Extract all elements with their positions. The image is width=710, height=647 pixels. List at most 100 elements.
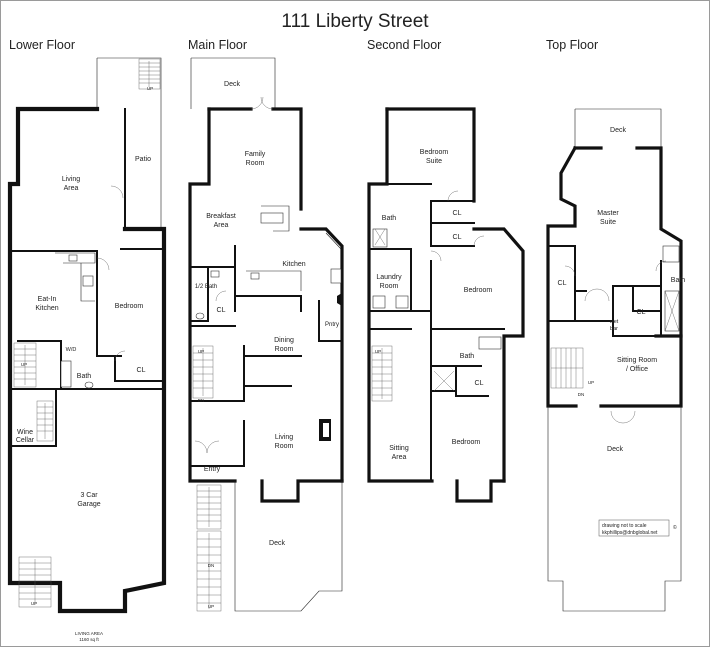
main-kitchen-counters — [246, 205, 342, 291]
suite-closet-door — [447, 190, 459, 202]
second-closet-label-1: CL — [453, 210, 462, 217]
half-bath-sink — [210, 270, 220, 278]
garage-label-2: Garage — [77, 501, 100, 508]
top-stair-dn-label: DN — [578, 392, 585, 397]
main-front-stairs — [196, 484, 222, 530]
dining-room-label-2: Room — [275, 346, 294, 353]
second-bedroom-mid-label: Bedroom — [464, 287, 493, 294]
main-kitchen-island — [260, 212, 284, 224]
breakfast-label-2: Area — [214, 222, 229, 229]
wet-bar-label-2: bar — [610, 326, 618, 332]
top-closet-label-2: CL — [637, 309, 646, 316]
main-closet-label: CL — [217, 307, 226, 314]
living-area-note: LIVING AREA — [75, 631, 103, 636]
main-bottom-deck-outline — [234, 481, 343, 612]
contact-note: kkphillips@dnbglobal.net — [602, 530, 658, 536]
main-kitchen-label: Kitchen — [282, 261, 305, 268]
second-closet-label-3: CL — [475, 380, 484, 387]
bedroom-suite-label-1: Bedroom — [420, 149, 449, 156]
top-deck-doors — [610, 410, 636, 424]
sitting-room-label-2: / Office — [626, 366, 648, 373]
washer — [372, 295, 386, 309]
bedroom-suite-label-2: Suite — [426, 158, 442, 165]
second-floor-plan: UP Bedroom Suite Bath CL CL Laundry Room… — [367, 107, 525, 503]
main-stairs — [192, 345, 214, 399]
lower-kitchen-counter — [55, 252, 96, 302]
second-bath-wall — [430, 328, 505, 397]
garage-label-1: 3 Car — [80, 492, 98, 499]
plan-title: 111 Liberty Street — [281, 11, 429, 32]
second-closet-label-2: CL — [453, 234, 462, 241]
main-deck-top-label: Deck — [224, 81, 240, 88]
top-closet-label-1: CL — [558, 280, 567, 287]
top-stairs — [550, 347, 584, 389]
lower-bedroom-label: Bedroom — [115, 303, 144, 310]
main-stair-up-label: UP — [198, 349, 204, 354]
main-top-deck-outline — [190, 57, 276, 109]
copyright-mark: © — [673, 524, 677, 531]
main-stair-dn-label: DN — [198, 398, 205, 403]
laundry-door — [430, 250, 442, 262]
patio-door-swing — [110, 185, 124, 199]
lower-wd-label: W/D — [66, 347, 77, 353]
main-refrigerator — [330, 268, 342, 284]
top-deck-top-outline — [574, 108, 662, 148]
lower-closet-wall — [114, 355, 165, 382]
sitting-area-label-2: Area — [392, 454, 407, 461]
lower-living-label-2: Area — [64, 185, 79, 192]
top-bathtub — [662, 245, 680, 263]
fireplace-opening — [323, 423, 329, 437]
top-bath-door — [655, 260, 667, 272]
bedroom-door-swing — [96, 257, 110, 271]
wine-cellar-label-1: Wine — [17, 429, 33, 436]
second-bath-label-2: Bath — [460, 353, 475, 360]
entry-label: Entry — [204, 466, 221, 473]
master-french-doors — [584, 288, 610, 302]
laundry-label-1: Laundry — [376, 274, 402, 281]
top-bath-wall — [612, 260, 682, 337]
patio-outline — [96, 57, 162, 229]
top-shower — [664, 290, 680, 332]
lower-range — [82, 275, 94, 287]
top-closet-wall — [547, 245, 602, 322]
top-deck-bottom-outline — [547, 406, 682, 612]
second-stairs — [371, 345, 393, 402]
wet-bar-label-1: wet — [609, 319, 619, 325]
second-bath-shower-cross — [374, 228, 386, 246]
patio-label: Patio — [135, 156, 151, 163]
wine-cellar-label-2: Cellar — [16, 437, 35, 444]
eat-in-label-1: Eat-In — [38, 296, 57, 303]
laundry-label-2: Room — [380, 283, 399, 290]
sitting-room-label-1: Sitting Room — [617, 357, 657, 364]
second-shower-cross — [433, 370, 455, 392]
second-floor-heading: Second Floor — [367, 38, 441, 52]
main-closet-door-swing — [215, 290, 227, 302]
lower-living-label-1: Living — [62, 176, 80, 183]
top-floor-heading: Top Floor — [546, 38, 598, 52]
second-exterior-right — [385, 107, 525, 483]
second-suite-wall — [368, 183, 475, 247]
second-bedroom-bottom-label: Bedroom — [452, 439, 481, 446]
lower-floor-plan: UP UP UP — [7, 57, 167, 642]
lower-closet-label: CL — [137, 367, 146, 374]
lower-toilet — [84, 381, 94, 389]
dining-room-label-1: Dining — [274, 337, 294, 344]
second-stair-up-label: UP — [375, 349, 381, 354]
lower-bedroom-wall — [96, 248, 165, 357]
lower-wine-cellar-wall — [9, 388, 57, 447]
pantry-label: Pntry — [325, 322, 339, 328]
family-room-label-2: Room — [246, 160, 265, 167]
main-dining-wall — [189, 345, 292, 467]
living-room-label-1: Living — [275, 434, 293, 441]
top-deck-bottom-label: Deck — [607, 446, 623, 453]
lower-exterior-wall — [7, 106, 167, 614]
master-suite-label-1: Master — [597, 210, 619, 217]
main-exterior-top — [207, 107, 303, 211]
top-floor-plan: DN UP Deck Master Suite CL Bath wet bar … — [546, 108, 685, 612]
family-room-label-1: Family — [245, 151, 266, 158]
scale-note-box — [598, 519, 670, 537]
living-area-sqft: 1160 sq ft — [79, 637, 99, 642]
top-deck-top-label: Deck — [610, 127, 626, 134]
